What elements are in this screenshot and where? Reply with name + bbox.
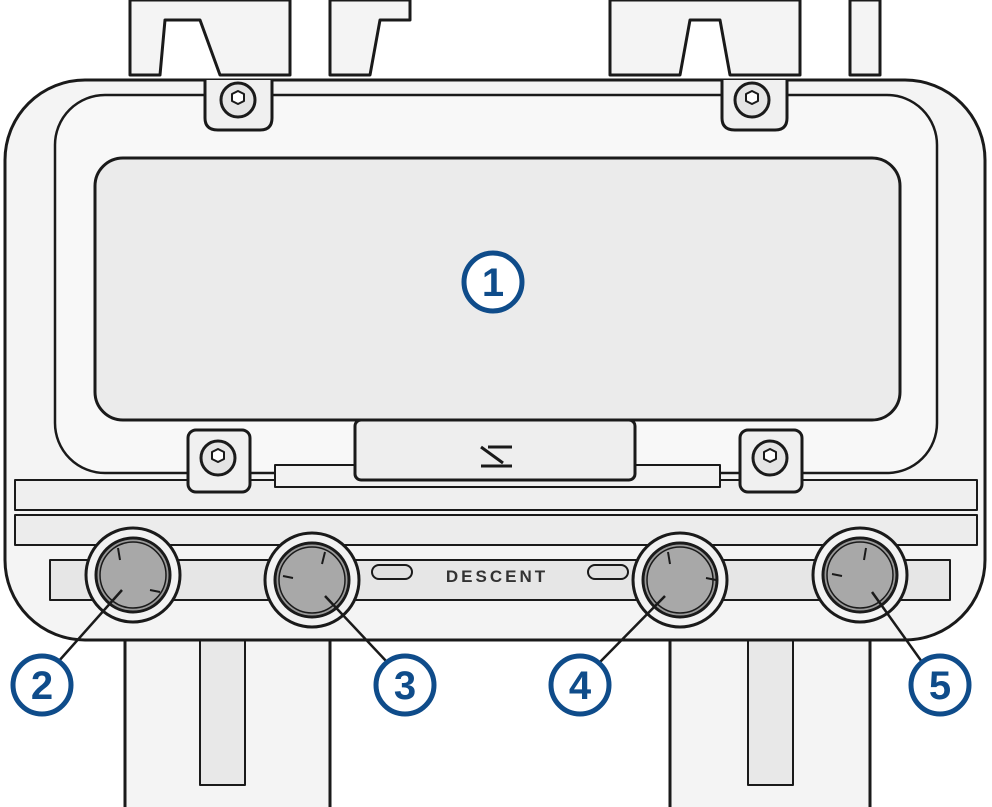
screw-top-left (203, 80, 274, 132)
top-strap-right (608, 0, 882, 77)
top-strap-left (128, 0, 412, 77)
screw-top-right (720, 80, 789, 132)
callout-5: 5 (908, 653, 972, 717)
leader-lines (57, 589, 924, 663)
screw-bottom-left (186, 428, 252, 494)
screw-bottom-right (738, 428, 804, 494)
button-bottom-left[interactable] (84, 526, 182, 624)
callout-2: 2 (10, 653, 74, 717)
brand-text: DESCENT (446, 567, 548, 586)
button-bottom-center-left[interactable] (263, 531, 361, 629)
svg-text:1: 1 (482, 261, 504, 305)
callout-1: 1 (461, 250, 525, 314)
svg-text:5: 5 (929, 664, 951, 708)
logo-window (353, 418, 637, 482)
callout-3: 3 (373, 653, 437, 717)
svg-text:4: 4 (569, 664, 592, 708)
callout-4: 4 (548, 653, 612, 717)
svg-text:3: 3 (394, 664, 416, 708)
svg-text:2: 2 (31, 664, 53, 708)
button-bottom-right[interactable] (811, 526, 909, 624)
garmin-logo-icon (480, 445, 512, 468)
